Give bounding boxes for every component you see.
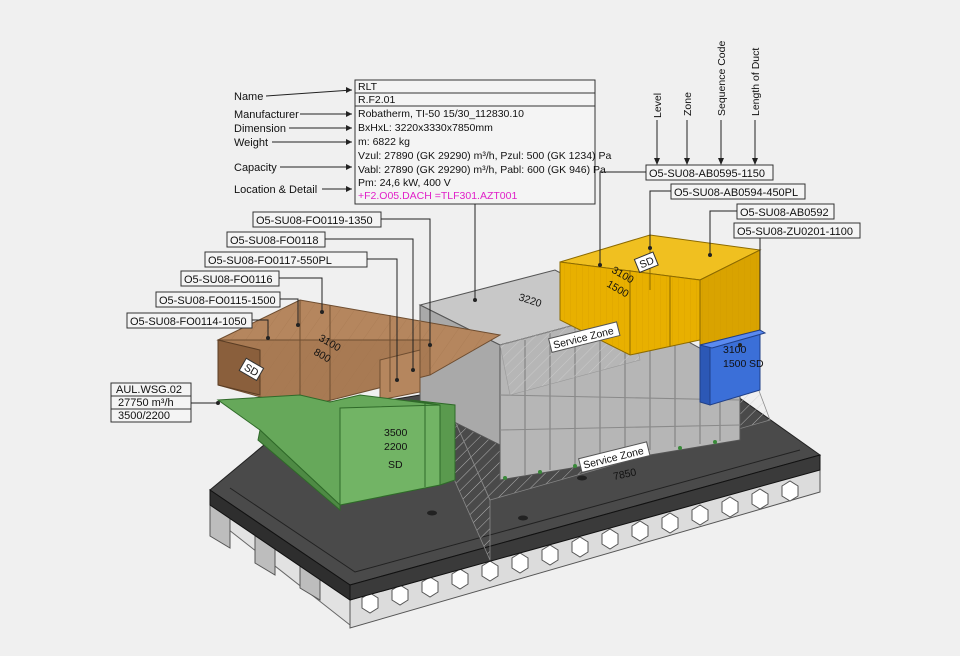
- info-row-2: Robatherm, TI-50 15/30_112830.10: [358, 108, 524, 120]
- truss-hexagons: [361, 480, 799, 614]
- aul-flow: 27750 m³/h: [118, 397, 174, 409]
- legend-zone: Zone: [682, 92, 694, 116]
- info-row-6: Vabl: 27890 (GK 29290) m³/h, Pabl: 600 (…: [358, 164, 606, 176]
- right-tag-0: O5-SU08-AB0595-1150: [649, 168, 765, 180]
- right-tag-1: O5-SU08-AB0594-450PL: [674, 187, 798, 199]
- info-row-4: m: 6822 kg: [358, 136, 410, 148]
- green-intake: [216, 394, 456, 512]
- green-dim-w: 3500: [384, 427, 408, 439]
- info-row-8: +F2.O05.DACH =TLF301.AZT001: [358, 190, 517, 202]
- blue-duct: [699, 329, 767, 406]
- blue-dim-w: 3100: [723, 344, 747, 356]
- left-tag-2: O5-SU08-FO0117-550PL: [208, 255, 332, 267]
- unit-length-dim: 7850: [612, 466, 637, 483]
- blue-sd-label: SD: [749, 358, 764, 370]
- green-dim-h: 2200: [384, 441, 408, 453]
- info-row-7: Pm: 24,6 kW, 400 V: [358, 177, 451, 189]
- info-row-0: RLT: [358, 81, 378, 93]
- aul-size: 3500/2200: [118, 410, 170, 422]
- info-panel: RLT R.F2.01 Robatherm, TI-50 15/30_11283…: [234, 79, 611, 302]
- label-name: Name: [234, 91, 263, 103]
- aul-tag: AUL.WSG.02: [116, 384, 182, 396]
- green-sd-label: SD: [388, 459, 403, 471]
- right-tag-3: O5-SU08-ZU0201-1100: [737, 226, 853, 238]
- right-tag-2: O5-SU08-AB0592: [740, 207, 829, 219]
- left-tags: O5-SU08-FO0119-1350 O5-SU08-FO0118 O5-SU…: [126, 211, 432, 382]
- legend-sequence-code: Sequence Code: [716, 41, 728, 116]
- label-dimension: Dimension: [234, 123, 286, 135]
- left-tag-3: O5-SU08-FO0116: [184, 274, 272, 286]
- legend-level: Level: [652, 93, 664, 118]
- info-arrows: [265, 89, 353, 190]
- left-tag-4: O5-SU08-FO0115-1500: [159, 295, 276, 307]
- label-capacity: Capacity: [234, 162, 277, 174]
- label-location-detail: Location & Detail: [234, 184, 317, 196]
- model-labels: 3100 800 SD 3500 2200 SD 3220 Service Zo…: [238, 251, 764, 483]
- yellow-sd-label: SD: [638, 255, 656, 272]
- label-manufacturer: Manufacturer: [234, 109, 299, 121]
- info-row-3: BxHxL: 3220x3330x7850mm: [358, 122, 493, 134]
- info-row-5: Vzul: 27890 (GK 29290) m³/h, Pzul: 500 (…: [358, 150, 611, 162]
- info-row-1: R.F2.01: [358, 94, 396, 106]
- legend-length-of-duct: Length of Duct: [750, 48, 762, 116]
- aul-box: AUL.WSG.02 27750 m³/h 3500/2200: [110, 382, 220, 423]
- brown-duct: [216, 299, 502, 409]
- blue-dim-h: 1500: [723, 358, 747, 370]
- left-tag-5: O5-SU08-FO0114-1050: [130, 316, 247, 328]
- left-tag-0: O5-SU08-FO0119-1350: [256, 215, 373, 227]
- code-legend: Level Zone Sequence Code Length of Duct: [652, 41, 762, 165]
- label-weight: Weight: [234, 137, 268, 149]
- right-tags: O5-SU08-AB0595-1150 O5-SU08-AB0594-450PL…: [598, 164, 861, 347]
- left-tag-1: O5-SU08-FO0118: [230, 235, 318, 247]
